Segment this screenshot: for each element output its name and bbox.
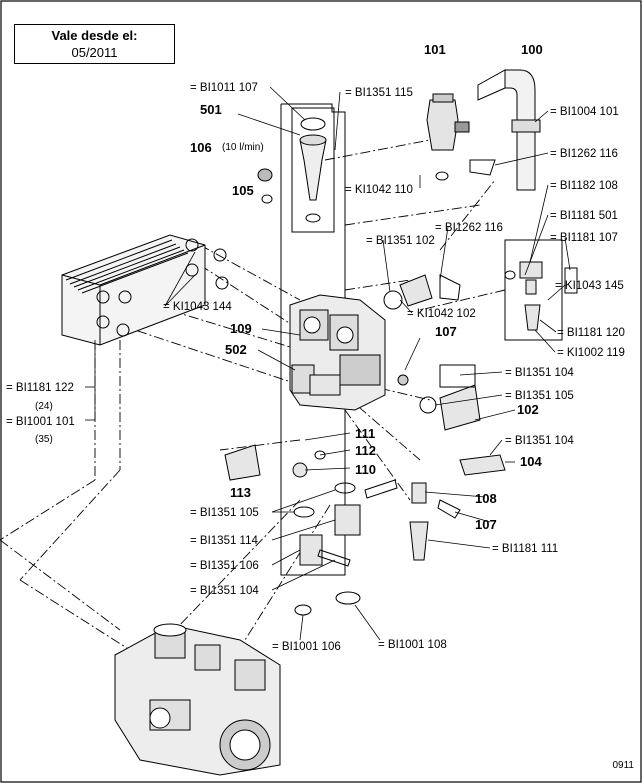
connection-lines bbox=[0, 139, 506, 651]
label-bi1001-101: = BI1001 101 bbox=[6, 416, 75, 428]
sensor bbox=[459, 454, 506, 476]
label-101: 101 bbox=[424, 42, 446, 57]
flow-limiter bbox=[257, 168, 273, 204]
drawing-code: 0911 bbox=[612, 760, 634, 771]
label-ki1042-110: = KI1042 110 bbox=[345, 184, 413, 196]
label-qty-35: (35) bbox=[35, 434, 53, 445]
fill-tap bbox=[383, 274, 461, 310]
label-bi1004-101: = BI1004 101 bbox=[550, 106, 619, 118]
label-bi1181-122: = BI1181 122 bbox=[6, 382, 74, 394]
label-bi1182-108: = BI1182 108 bbox=[550, 180, 618, 192]
label-107-lower: 107 bbox=[475, 517, 497, 532]
validity-title: Vale desde el: bbox=[51, 28, 138, 43]
label-bi1351-102: = BI1351 102 bbox=[366, 235, 435, 247]
leader-lines bbox=[85, 86, 571, 641]
label-ki1043-145: = KI1043 145 bbox=[555, 280, 624, 292]
pump-connection bbox=[397, 364, 481, 431]
label-bi1351-105-lower: = BI1351 105 bbox=[190, 507, 259, 519]
label-113: 113 bbox=[230, 485, 251, 500]
label-112: 112 bbox=[355, 443, 376, 458]
label-bi1181-120: = BI1181 120 bbox=[557, 327, 625, 339]
label-108: 108 bbox=[475, 491, 497, 506]
label-110: 110 bbox=[355, 462, 376, 477]
label-bi1001-108: = BI1001 108 bbox=[378, 639, 447, 651]
label-102: 102 bbox=[517, 402, 539, 417]
label-ki1002-119: = KI1002 119 bbox=[557, 347, 625, 359]
lower-components bbox=[224, 444, 461, 616]
label-100: 100 bbox=[521, 42, 543, 57]
label-bi1351-104-lower: = BI1351 104 bbox=[190, 585, 259, 597]
plate-heat-exchanger bbox=[61, 234, 229, 346]
label-bi1262-116-top: = BI1262 116 bbox=[550, 148, 618, 160]
label-502: 502 bbox=[225, 342, 247, 357]
label-104: 104 bbox=[520, 454, 542, 469]
assembled-unit-view bbox=[114, 623, 281, 776]
label-bi1181-501: = BI1181 501 bbox=[550, 210, 618, 222]
label-bi1351-115: = BI1351 115 bbox=[345, 87, 413, 99]
label-qty-24: (24) bbox=[35, 401, 53, 412]
label-bi1351-105-upper: = BI1351 105 bbox=[505, 390, 574, 402]
hydraulic-block bbox=[289, 294, 386, 411]
pipe-assembly bbox=[426, 69, 541, 191]
validity-date: 05/2011 bbox=[71, 45, 118, 60]
safety-valve bbox=[504, 261, 578, 331]
label-ki1042-102: = KI1042 102 bbox=[407, 308, 476, 320]
label-107-upper: 107 bbox=[435, 324, 457, 339]
label-501: 501 bbox=[200, 102, 222, 117]
label-106: 106 bbox=[190, 140, 212, 155]
label-bi1011-107: = BI1011 107 bbox=[190, 82, 258, 94]
label-bi1351-106: = BI1351 106 bbox=[190, 560, 259, 572]
label-bi1351-104-upper: = BI1351 104 bbox=[505, 367, 574, 379]
label-105: 105 bbox=[232, 183, 254, 198]
label-flow-rate: (10 l/min) bbox=[222, 142, 264, 153]
filter-cartridge bbox=[299, 117, 327, 223]
label-bi1351-104-mid: = BI1351 104 bbox=[505, 435, 574, 447]
label-bi1001-106: = BI1001 106 bbox=[272, 641, 341, 653]
label-bi1262-116-mid: = BI1262 116 bbox=[435, 222, 503, 234]
label-111: 111 bbox=[355, 426, 375, 441]
label-bi1351-114: = BI1351 114 bbox=[190, 535, 258, 547]
label-bi1181-107: = BI1181 107 bbox=[550, 232, 618, 244]
label-ki1043-144: = KI1043 144 bbox=[163, 301, 232, 313]
label-bi1181-111: = BI1181 111 bbox=[492, 543, 558, 555]
label-109: 109 bbox=[230, 321, 252, 336]
validity-box: Vale desde el: 05/2011 bbox=[14, 24, 175, 64]
